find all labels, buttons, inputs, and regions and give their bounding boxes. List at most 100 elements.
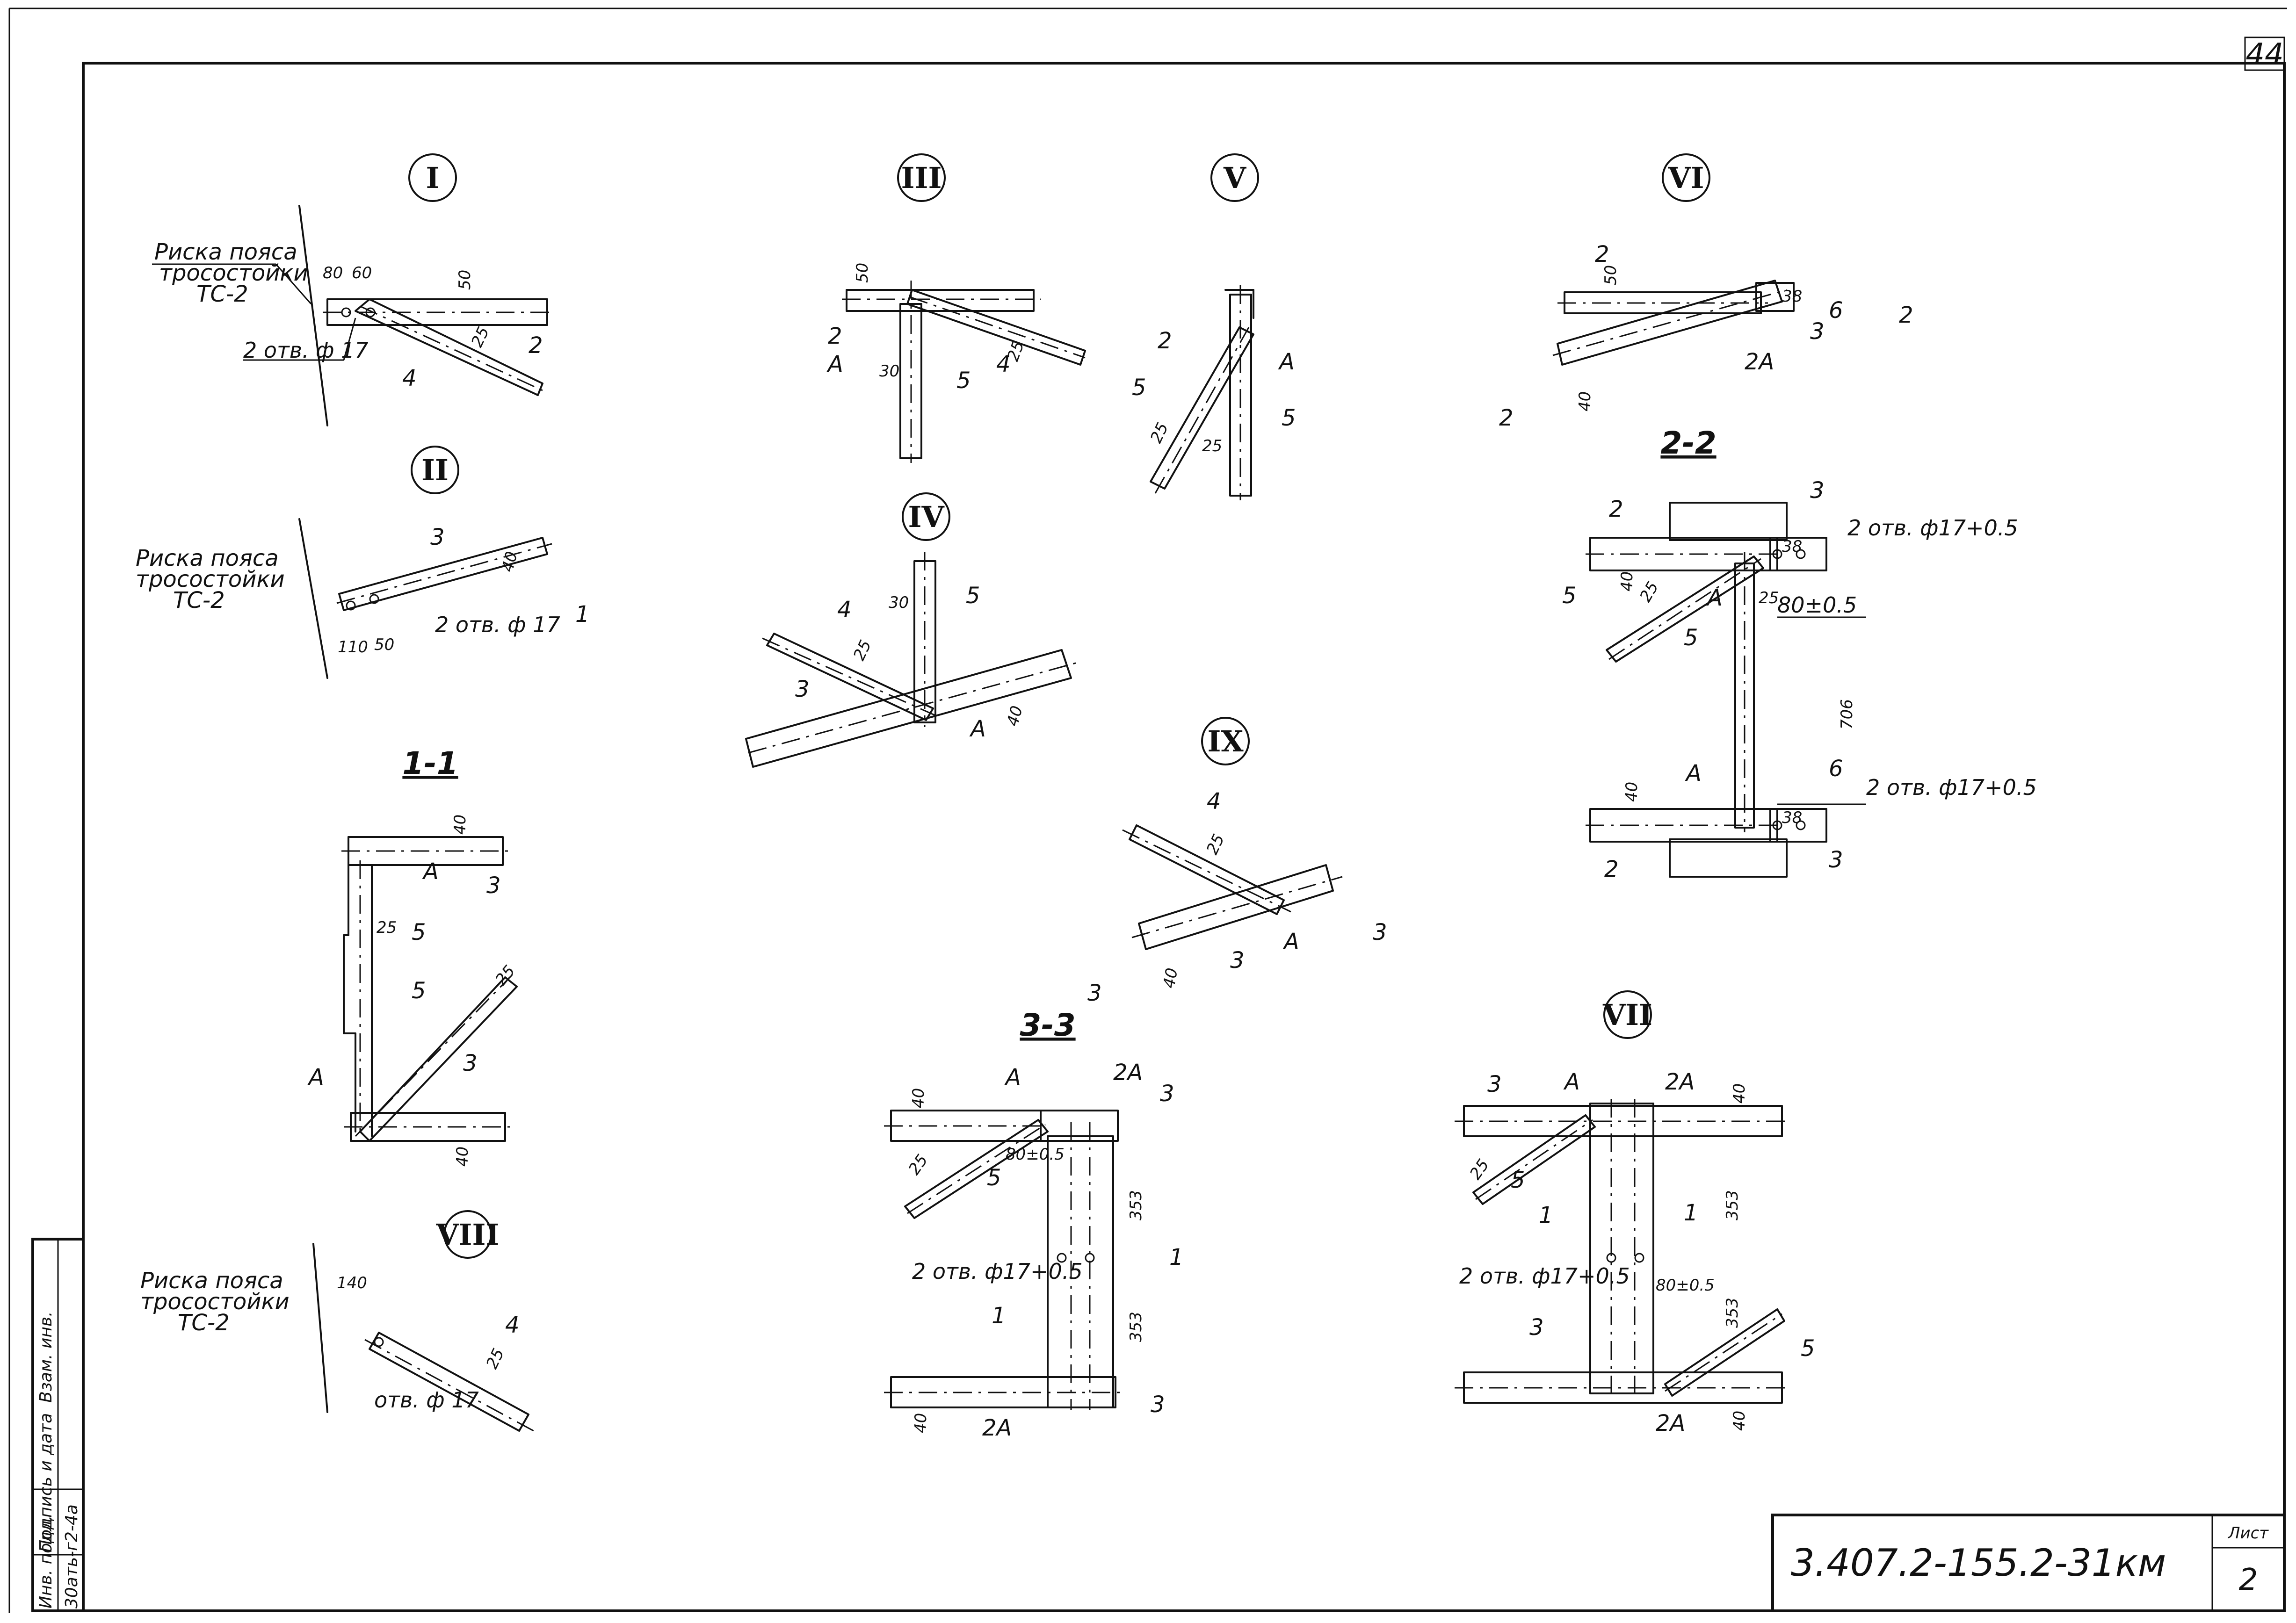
dim-40b: 40 xyxy=(912,1413,930,1433)
view-marker-circle xyxy=(1210,153,1259,202)
dim-50: 50 xyxy=(853,263,872,283)
dim-40b: 40 xyxy=(1622,782,1641,802)
part-A: A xyxy=(1282,929,1299,955)
note-line-1: Риска пояса xyxy=(136,545,279,571)
view-IV: IV 30 25 40 4 5 3 A xyxy=(745,492,1076,768)
hole-note-top: 2 отв. ф17+0.5 xyxy=(1847,515,2018,541)
part-3: 3 xyxy=(1810,318,1825,345)
part-2A: 2A xyxy=(1113,1060,1143,1086)
dim-110: 110 xyxy=(338,638,368,656)
dim-40: 40 xyxy=(1003,704,1027,728)
part-A2: A xyxy=(307,1064,324,1090)
part-2: 2 xyxy=(529,332,543,359)
hole-note: 2 отв. ф 17 xyxy=(243,338,369,363)
section-2-2: 2-2 40 25 25 38 80±0.5 706 40 38 2 отв. … xyxy=(1562,425,2037,882)
view-marker-label: IV xyxy=(908,500,944,534)
dim-25a: 25 xyxy=(1147,420,1173,446)
view-marker-circle xyxy=(1662,153,1710,202)
dim-25: 25 xyxy=(1203,831,1229,858)
sheet-number: 2 xyxy=(2239,1563,2258,1597)
hole-note-bottom: 2 отв. ф17+0.5 xyxy=(1866,775,2037,800)
part-A: A xyxy=(1004,1064,1021,1090)
side-stamp: Инв. подл. Подпись и дата Взам. инв. 30а… xyxy=(31,1238,85,1612)
part-5a: 5 xyxy=(1132,375,1146,401)
part-5b: 5 xyxy=(412,978,426,1004)
sheet-frame: 44 xyxy=(8,7,2287,1613)
part-5b: 5 xyxy=(1801,1335,1815,1362)
dim-40: 40 xyxy=(1159,967,1181,990)
part-4: 4 xyxy=(1207,788,1221,815)
replace-inv-label: Взам. инв. xyxy=(36,1311,56,1403)
part-5: 5 xyxy=(966,583,980,609)
part-4: 4 xyxy=(402,365,417,391)
note-line-3: ТС-2 xyxy=(196,281,248,307)
view-I: I Риска пояса тросостойки ТС-2 80 60 50 … xyxy=(152,153,552,426)
dim-40b: 40 xyxy=(453,1147,472,1167)
part-2b: 2 xyxy=(1604,856,1619,882)
view-marker-label: VI xyxy=(1667,161,1704,195)
cut-mark-3a: 3 xyxy=(1373,919,1387,945)
view-marker-circle xyxy=(411,446,459,494)
dim-40a: 40 xyxy=(1618,571,1637,591)
part-2: 2 xyxy=(1609,496,1623,522)
dim-30: 30 xyxy=(889,593,909,612)
view-marker-label: VIII xyxy=(435,1218,499,1252)
view-II: II Риска пояса тросостойки ТС-2 110 50 4… xyxy=(136,446,590,679)
part-A: A xyxy=(422,858,439,885)
view-IX: IX 25 40 4 A 3 3 3 xyxy=(1087,717,1387,1006)
part-3: 3 xyxy=(430,524,445,550)
note-line-3: ТС-2 xyxy=(178,1310,230,1336)
part-6: 6 xyxy=(1829,756,1843,782)
dim-25: 25 xyxy=(850,637,876,664)
title-block: 3.407.2-155.2-31км Лист 2 xyxy=(1771,1514,2286,1612)
part-3: 3 xyxy=(1160,1081,1174,1107)
part-A: A xyxy=(1563,1069,1580,1095)
part-5a: 5 xyxy=(1511,1167,1525,1193)
section-title: 2-2 xyxy=(1660,425,1716,461)
dim-706: 706 xyxy=(1838,699,1856,729)
view-marker-circle xyxy=(1603,990,1652,1039)
note-line-1: Риска пояса xyxy=(140,1268,283,1294)
sheet-label: Лист xyxy=(2227,1524,2269,1543)
dim-40a: 40 xyxy=(451,815,470,835)
cut-mark-1: 1 xyxy=(575,601,590,628)
part-3: 3 xyxy=(795,676,810,702)
part-3: 3 xyxy=(1230,947,1245,974)
view-marker-circle xyxy=(408,153,457,202)
part-5: 5 xyxy=(987,1165,1001,1191)
dim-353a: 353 xyxy=(1723,1190,1742,1220)
dim-25: 25 xyxy=(905,1151,932,1178)
dim-80: 80 xyxy=(323,264,343,282)
dim-353b: 353 xyxy=(1723,1298,1742,1328)
hole-note: 2 отв. ф17+0.5 xyxy=(912,1259,1083,1284)
dim-353b: 353 xyxy=(1127,1312,1145,1342)
part-3b: 3 xyxy=(1151,1392,1165,1418)
dim-30: 30 xyxy=(879,362,899,381)
hole-note: 2 отв. ф 17 xyxy=(435,612,560,637)
dim-25: 25 xyxy=(483,1346,508,1372)
dim-40b: 40 xyxy=(1730,1411,1749,1431)
part-4: 4 xyxy=(837,597,852,623)
note-line-3: ТС-2 xyxy=(173,587,225,613)
part-A2: A xyxy=(1685,760,1702,786)
note-line-1: Риска пояса xyxy=(154,239,297,265)
dim-40a: 40 xyxy=(1730,1083,1749,1104)
section-1-1: 1-1 40 25 25 40 A 3 5 5 A 3 xyxy=(307,745,519,1167)
page-number-box xyxy=(2244,36,2285,71)
part-3: 3 xyxy=(1810,477,1825,504)
section-title: 1-1 xyxy=(402,745,458,781)
inv-no-label: Инв. подл. xyxy=(36,1515,56,1609)
part-4: 4 xyxy=(996,351,1011,377)
part-2: 2 xyxy=(1595,241,1609,267)
dim-353a: 353 xyxy=(1127,1190,1145,1220)
dim-40: 40 xyxy=(1576,391,1594,411)
part-6: 6 xyxy=(1829,297,1843,324)
view-marker-label: V xyxy=(1223,161,1246,195)
note-line-2: тросостойки xyxy=(136,566,285,592)
part-5b: 5 xyxy=(1684,625,1698,651)
view-marker-label: II xyxy=(421,453,449,487)
part-2: 2 xyxy=(1158,328,1172,354)
part-1a: 1 xyxy=(1539,1202,1553,1228)
part-5a: 5 xyxy=(1562,583,1577,609)
part-5b: 5 xyxy=(1282,405,1296,431)
